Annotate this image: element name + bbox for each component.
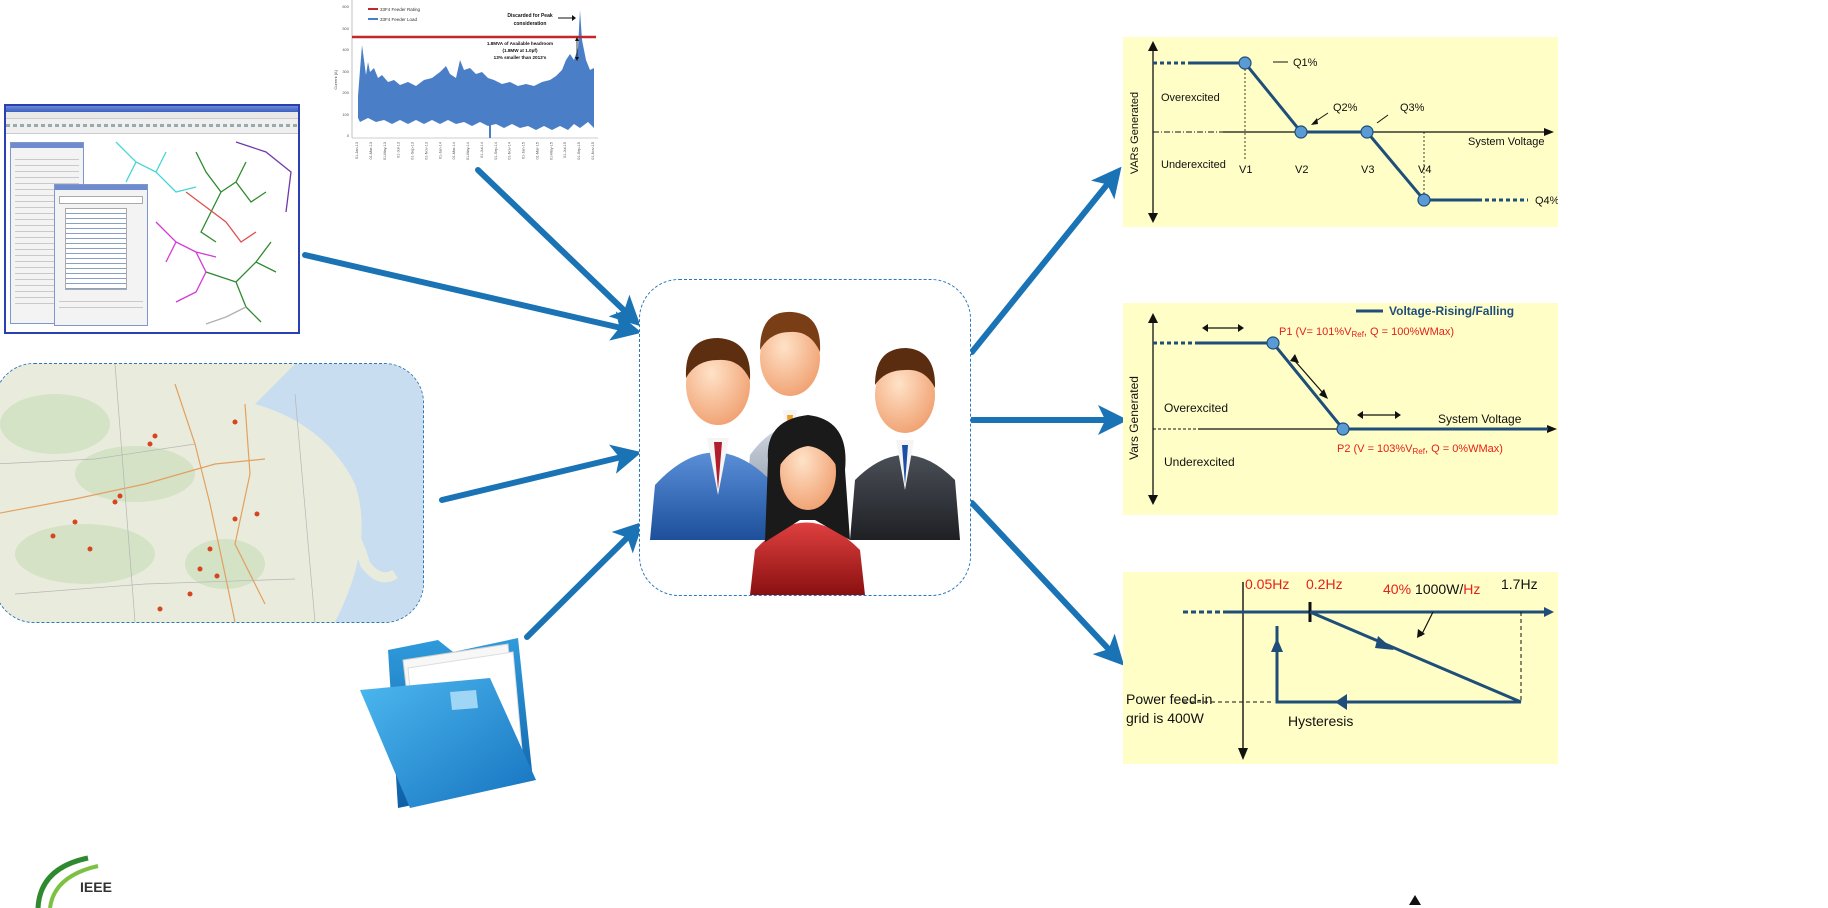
load-chart-xtick: 01-Jul-14 xyxy=(480,142,484,158)
person-blue-suit xyxy=(650,338,780,540)
annotation-discard-1: Discarded for Peak xyxy=(507,13,553,19)
volt-var-point-q3 xyxy=(1360,125,1374,139)
massachusetts-map xyxy=(0,363,424,623)
volt-var-under: Underexcited xyxy=(1161,159,1226,171)
volt-var2-p1-label: P1 (V= 101%VRef, Q = 100%WMax) xyxy=(1279,326,1454,339)
freq-watt-hysteresis xyxy=(1275,626,1521,704)
volt-var-curve xyxy=(1188,61,1478,202)
load-chart-xtick: 01-May-13 xyxy=(383,142,387,160)
freq-watt-slope-label: 40%1000W/Hz xyxy=(1383,581,1480,597)
partial-arrow-icon xyxy=(1409,895,1421,905)
load-chart-ytick: 500 xyxy=(342,26,349,31)
volt-var2-curve xyxy=(1195,341,1548,431)
volt-var-hysteresis-panel: Voltage-Rising/Falling Vars Generated Ov… xyxy=(1123,303,1558,515)
load-chart-ylabel: Current [A] xyxy=(333,70,338,89)
arrow-grid-to-team xyxy=(302,252,642,341)
load-chart-xtick: 01-Sep-14 xyxy=(494,142,498,160)
menu-bar xyxy=(6,112,298,119)
arrow-chart-to-team xyxy=(475,167,641,327)
freq-watt-f2: 0.2Hz xyxy=(1306,576,1343,592)
annotation-headroom-1: 1.8MVA of Available headroom xyxy=(487,41,553,46)
load-chart-xtick: 01-Mar-15 xyxy=(535,142,539,160)
ieee-logo: IEEE xyxy=(35,855,112,908)
arrow-team-to-freqwatt xyxy=(969,500,1125,666)
load-chart-ytick: 600 xyxy=(342,4,349,9)
load-chart-legend-load: 33F4 Feeder Load xyxy=(380,17,418,22)
load-chart-xtick: 01-Jul-13 xyxy=(397,142,401,158)
volt-var-v3-label: V3 xyxy=(1361,164,1374,176)
volt-var2-point-p2 xyxy=(1336,422,1350,436)
volt-var-q3-label: Q3% xyxy=(1400,102,1425,114)
volt-var-v2-label: V2 xyxy=(1295,164,1308,176)
stakeholder-team xyxy=(639,279,971,596)
load-chart-ytick: 100 xyxy=(342,112,349,117)
ieee-logo-text: IEEE xyxy=(80,879,112,895)
load-series xyxy=(358,10,594,130)
gis-app-window xyxy=(4,104,300,334)
load-chart-xtick: 01-May-15 xyxy=(549,142,553,160)
volt-var-ylabel: VARs Generated xyxy=(1129,92,1141,174)
load-chart-xtick: 01-Nov-15 xyxy=(591,142,595,160)
map-base xyxy=(0,364,423,622)
volt-var-v4-label: V4 xyxy=(1418,164,1431,176)
load-chart-xtick: 01-Mar-13 xyxy=(369,142,373,160)
load-chart: 600 500 400 300 200 100 0 Current [A] 33… xyxy=(333,0,598,160)
load-chart-xtick: 01-Nov-13 xyxy=(424,142,428,160)
load-chart-xtick: 01-Nov-14 xyxy=(508,142,512,160)
volt-var2-legend: Voltage-Rising/Falling xyxy=(1389,304,1514,318)
freq-watt-f1: 0.05Hz xyxy=(1245,576,1289,592)
volt-var2-over: Overexcited xyxy=(1164,401,1228,415)
volt-var-v1-label: V1 xyxy=(1239,164,1252,176)
load-chart-legend-rating: 33F4 Feeder Rating xyxy=(380,7,421,12)
person-dark-suit xyxy=(850,348,960,540)
folder-icon xyxy=(360,638,536,808)
freq-watt-feed-2: grid is 400W xyxy=(1126,710,1205,726)
load-chart-ytick: 400 xyxy=(342,47,349,52)
load-chart-xtick: 01-May-14 xyxy=(466,142,470,160)
volt-var2-ylabel: Vars Generated xyxy=(1127,376,1141,460)
volt-var-q4-label: Q4% xyxy=(1535,195,1558,207)
load-chart-ytick: 200 xyxy=(342,90,349,95)
annotation-headroom-3: 13% smaller than 2013's xyxy=(494,55,547,60)
load-chart-xtick: 01-Jul-15 xyxy=(563,142,567,158)
volt-var-q1-label: Q1% xyxy=(1293,57,1318,69)
freq-watt-hysteresis-label: Hysteresis xyxy=(1288,713,1353,729)
load-chart-ytick: 300 xyxy=(342,69,349,74)
volt-var-point-q2 xyxy=(1294,125,1308,139)
arrow-map-to-team xyxy=(439,444,642,503)
volt-var-point-q4 xyxy=(1417,193,1431,207)
freq-watt-slope xyxy=(1309,610,1522,704)
volt-var-q2-label: Q2% xyxy=(1333,102,1358,114)
load-chart-xtick: 01-Jan-14 xyxy=(438,142,442,159)
volt-var2-p2-label: P2 (V = 103%VRef, Q = 0%WMax) xyxy=(1337,443,1503,456)
annotation-headroom-2: (1.8MW at 1.0pf) xyxy=(503,48,538,53)
volt-var-point-q1 xyxy=(1238,56,1252,70)
window-titlebar xyxy=(6,106,298,112)
volt-var-xlabel: System Voltage xyxy=(1468,136,1544,148)
toolbar xyxy=(6,119,298,134)
load-chart-ytick: 0 xyxy=(347,133,350,138)
volt-var-panel: VARs Generated Overexcited Underexcited … xyxy=(1123,37,1560,227)
load-chart-xtick: 01-Jan-13 xyxy=(355,142,359,159)
circuit-dialog xyxy=(54,184,148,326)
load-chart-xtick: 01-Sep-13 xyxy=(411,142,415,160)
arrow-team-to-voltvar xyxy=(969,166,1122,355)
load-chart-xtick: 01-Sep-15 xyxy=(577,142,581,160)
volt-var-over: Overexcited xyxy=(1161,92,1220,104)
person-red-suit xyxy=(750,415,865,595)
freq-watt-panel: 0.05Hz 0.2Hz 40%1000W/Hz 1.7Hz Power fee… xyxy=(1123,572,1558,764)
freq-watt-feed-1: Power feed-in xyxy=(1126,691,1212,707)
volt-var2-point-p1 xyxy=(1266,336,1280,350)
load-chart-xtick: 01-Mar-14 xyxy=(452,142,456,160)
annotation-discard-2: consideration xyxy=(514,21,547,27)
arrow-folder-to-team xyxy=(524,521,644,640)
network-map xyxy=(115,141,292,325)
volt-var2-xlabel: System Voltage xyxy=(1438,412,1522,426)
load-chart-xtick: 01-Jan-15 xyxy=(522,142,526,159)
freq-watt-f3: 1.7Hz xyxy=(1501,576,1538,592)
volt-var2-under: Underexcited xyxy=(1164,455,1235,469)
